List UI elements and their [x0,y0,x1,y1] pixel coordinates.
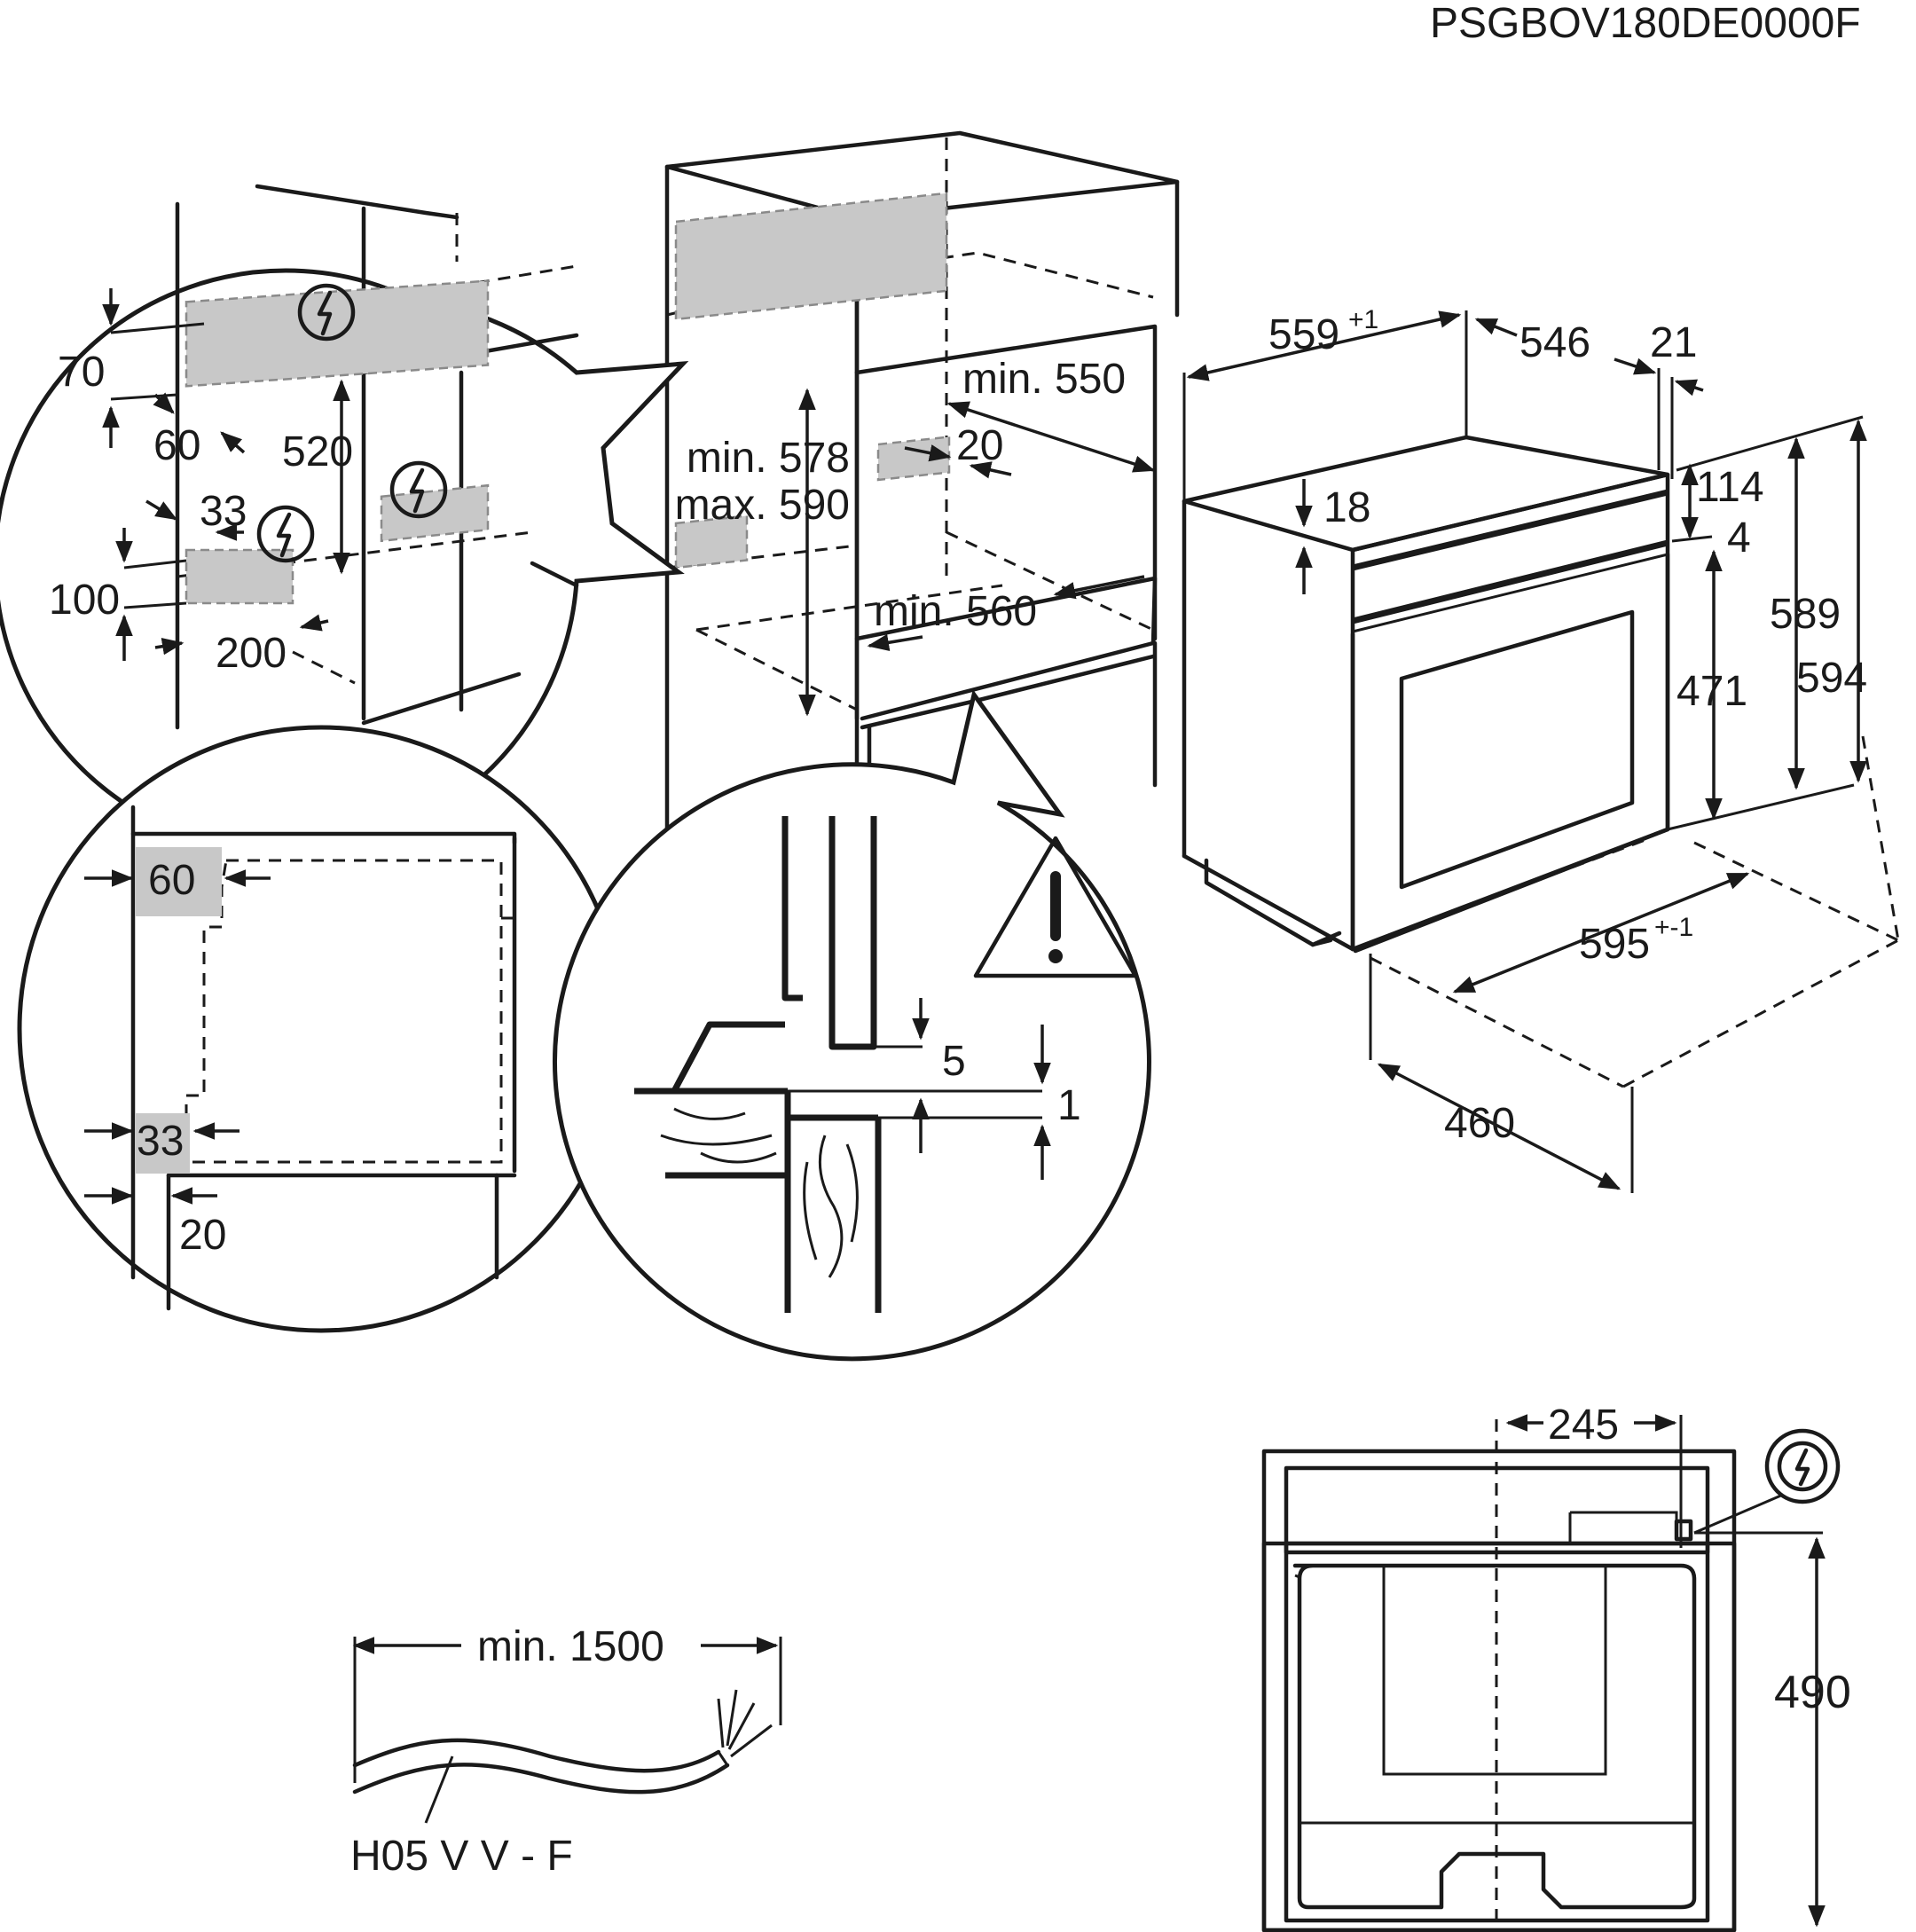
side-33: 33 [137,1118,184,1165]
cable-type: H05 V V - F [350,1833,573,1880]
front-490: 490 [1774,1667,1851,1718]
electric-connection-icon [256,505,315,563]
cabinet-drawing: min. 550 20 min. 578 max. 590 min. 560 [664,130,1180,930]
front-245: 245 [1548,1402,1619,1449]
cabinet-max-590: max. 590 [675,482,850,529]
oven-18: 18 [1323,484,1370,531]
front-view-drawing: 245 490 [1261,1402,1851,1932]
niche-33: 33 [200,488,247,535]
cabinet-20: 20 [956,422,1003,469]
niche-100: 100 [49,577,120,624]
oven-471: 471 [1676,668,1747,715]
edge-5: 5 [942,1038,966,1085]
cable-drawing: min. 1500 H05 V V - F [350,1623,782,1880]
cabinet-min-550: min. 550 [962,356,1126,403]
cabinet-min-560: min. 560 [874,588,1037,635]
edge-1: 1 [1057,1082,1081,1129]
oven-4: 4 [1727,514,1751,562]
warning-triangle-icon [973,836,1138,978]
detail-niche: 70 60 520 33 100 200 [0,184,689,855]
detail-edge: 5 1 [553,689,1151,1362]
electric-connection-icon [297,283,356,342]
oven-559-tol: +1 [1348,305,1378,334]
oven-595-tol: +-1 [1654,913,1693,942]
oven-594: 594 [1796,655,1867,702]
oven-21: 21 [1650,319,1697,366]
oven-drawing: 559 +1 546 21 18 114 4 589 594 471 595 +… [1182,305,1900,1193]
oven-546: 546 [1519,319,1590,366]
oven-595: 595 [1579,921,1650,968]
electric-connection-icon [389,460,448,519]
niche-70: 70 [58,349,105,396]
oven-589: 589 [1770,591,1841,638]
cable-min-1500: min. 1500 [477,1623,664,1670]
cabinet-min-578: min. 578 [687,435,850,482]
niche-520: 520 [282,428,353,475]
niche-200: 200 [216,630,287,677]
electric-connection-icon [1764,1428,1841,1504]
detail-side: 60 33 20 [17,725,625,1333]
side-60: 60 [148,857,195,904]
document-code: PSGBOV180DE0000F [1430,0,1861,47]
oven-460: 460 [1444,1100,1515,1147]
side-20: 20 [179,1212,226,1259]
niche-60: 60 [153,422,200,469]
oven-559: 559 [1268,311,1339,358]
oven-114: 114 [1696,464,1764,511]
